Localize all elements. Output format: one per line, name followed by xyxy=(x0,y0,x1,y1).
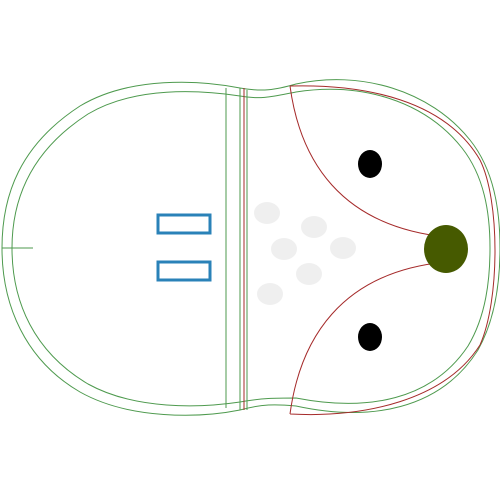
eye-bottom xyxy=(358,323,382,351)
spot xyxy=(301,216,327,238)
slot-bottom xyxy=(156,260,212,282)
nose xyxy=(424,225,468,273)
spot xyxy=(271,238,297,260)
eye-top xyxy=(358,150,382,178)
spot xyxy=(257,283,283,305)
slot-top xyxy=(156,213,212,235)
spot xyxy=(254,202,280,224)
body-outline-inner xyxy=(11,88,491,407)
spot xyxy=(296,263,322,285)
face-outline xyxy=(289,85,496,416)
spot xyxy=(330,237,356,259)
body-outline-outer xyxy=(1,79,500,416)
